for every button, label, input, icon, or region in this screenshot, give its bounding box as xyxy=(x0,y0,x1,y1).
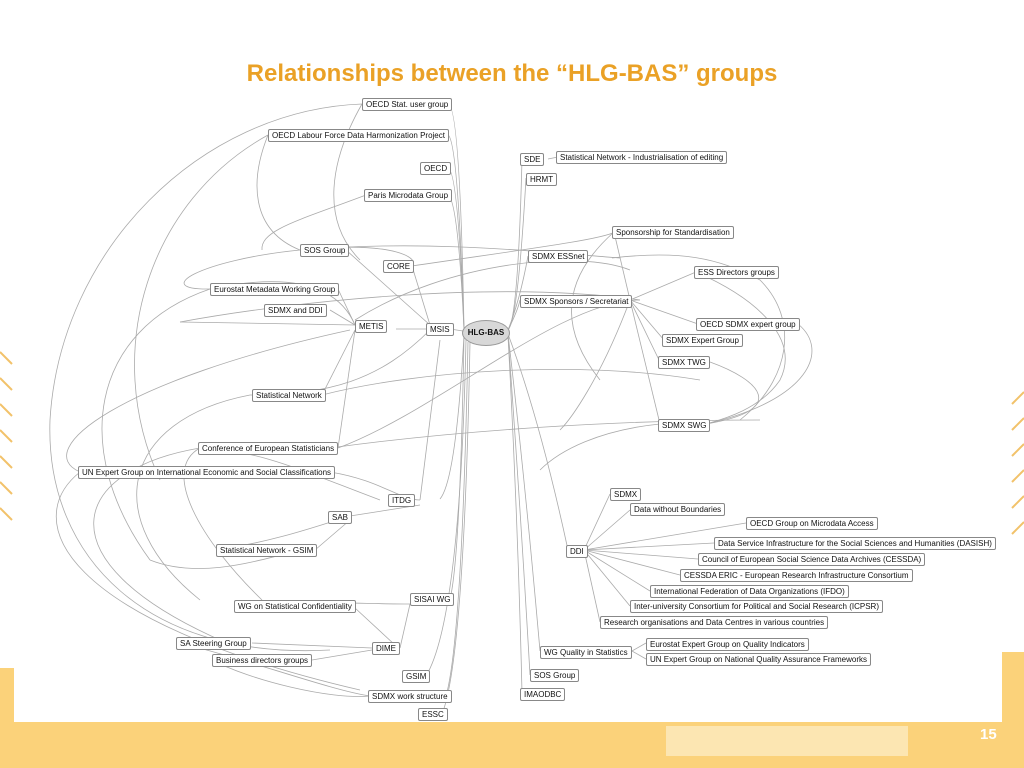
node-business-directors-groups: Business directors groups xyxy=(212,654,313,667)
node-sos-group-left: SOS Group xyxy=(300,244,350,257)
node-oecd-stat-user-group: OECD Stat. user group xyxy=(362,98,453,111)
node-essc: ESSC xyxy=(418,708,448,721)
footer-highlight xyxy=(666,726,908,756)
node-data-without-boundaries: Data without Boundaries xyxy=(630,503,726,516)
node-sos-group-right: SOS Group xyxy=(530,669,580,682)
node-metis: METIS xyxy=(355,320,388,333)
node-sde: SDE xyxy=(520,153,545,166)
node-sponsorship-standardisation: Sponsorship for Standardisation xyxy=(612,226,734,239)
node-un-expert-group-classifications: UN Expert Group on International Economi… xyxy=(78,466,336,479)
node-cessda-eric: CESSDA ERIC - European Research Infrastr… xyxy=(680,569,913,582)
right-decor-band xyxy=(1002,652,1024,722)
node-wg-quality-statistics: WG Quality in Statistics xyxy=(540,646,632,659)
node-icpsr: Inter-university Consortium for Politica… xyxy=(630,600,883,613)
node-core: CORE xyxy=(383,260,415,273)
node-statistical-network: Statistical Network xyxy=(252,389,326,402)
node-sdmx-swg: SDMX SWG xyxy=(658,419,711,432)
node-imaodbc: IMAODBC xyxy=(520,688,566,701)
node-conference-european-statisticians: Conference of European Statisticians xyxy=(198,442,339,455)
node-dime: DIME xyxy=(372,642,400,655)
left-decor-band xyxy=(0,668,14,722)
node-un-quality-frameworks: UN Expert Group on National Quality Assu… xyxy=(646,653,871,666)
node-eurostat-quality-indicators: Eurostat Expert Group on Quality Indicat… xyxy=(646,638,809,651)
node-wg-statistical-confidentiality: WG on Statistical Confidentiality xyxy=(234,600,356,613)
node-sdmx-essnet: SDMX ESSnet xyxy=(528,250,589,263)
node-eurostat-metadata-wg: Eurostat Metadata Working Group xyxy=(210,283,340,296)
node-hrmt: HRMT xyxy=(526,173,558,186)
node-oecd-labour-force: OECD Labour Force Data Harmonization Pro… xyxy=(268,129,449,142)
node-paris-microdata-group: Paris Microdata Group xyxy=(364,189,453,202)
node-oecd-microdata-access: OECD Group on Microdata Access xyxy=(746,517,878,530)
node-sisai-wg: SISAI WG xyxy=(410,593,455,606)
node-ifdo: International Federation of Data Organiz… xyxy=(650,585,849,598)
node-sdmx-and-ddi: SDMX and DDI xyxy=(264,304,327,317)
hub-node: HLG-BAS xyxy=(462,320,510,346)
node-research-organisations: Research organisations and Data Centres … xyxy=(600,616,829,629)
node-oecd: OECD xyxy=(420,162,452,175)
node-oecd-sdmx-expert-group: OECD SDMX expert group xyxy=(696,318,800,331)
node-sdmx-work-structure: SDMX work structure xyxy=(368,690,452,703)
node-cessda: Council of European Social Science Data … xyxy=(698,553,926,566)
node-sa-steering-group: SA Steering Group xyxy=(176,637,251,650)
node-ddi: DDI xyxy=(566,545,588,558)
page-title: Relationships between the “HLG-BAS” grou… xyxy=(246,60,778,87)
node-sdmx-expert-group: SDMX Expert Group xyxy=(662,334,743,347)
node-ess-directors-groups: ESS Directors groups xyxy=(694,266,779,279)
node-gsim: GSIM xyxy=(402,670,431,683)
page-number: 15 xyxy=(980,726,997,743)
node-sdmx: SDMX xyxy=(610,488,642,501)
node-msis: MSIS xyxy=(426,323,454,336)
node-sdmx-sponsors-secretariat: SDMX Sponsors / Secretariat xyxy=(520,295,633,308)
node-statistical-network-gsim: Statistical Network - GSIM xyxy=(216,544,318,557)
node-itdg: ITDG xyxy=(388,494,416,507)
node-sdmx-twg: SDMX TWG xyxy=(658,356,710,369)
node-sab: SAB xyxy=(328,511,353,524)
node-dasish: Data Service Infrastructure for the Soci… xyxy=(714,537,996,550)
node-statistical-network-editing: Statistical Network - Industrialisation … xyxy=(556,151,728,164)
